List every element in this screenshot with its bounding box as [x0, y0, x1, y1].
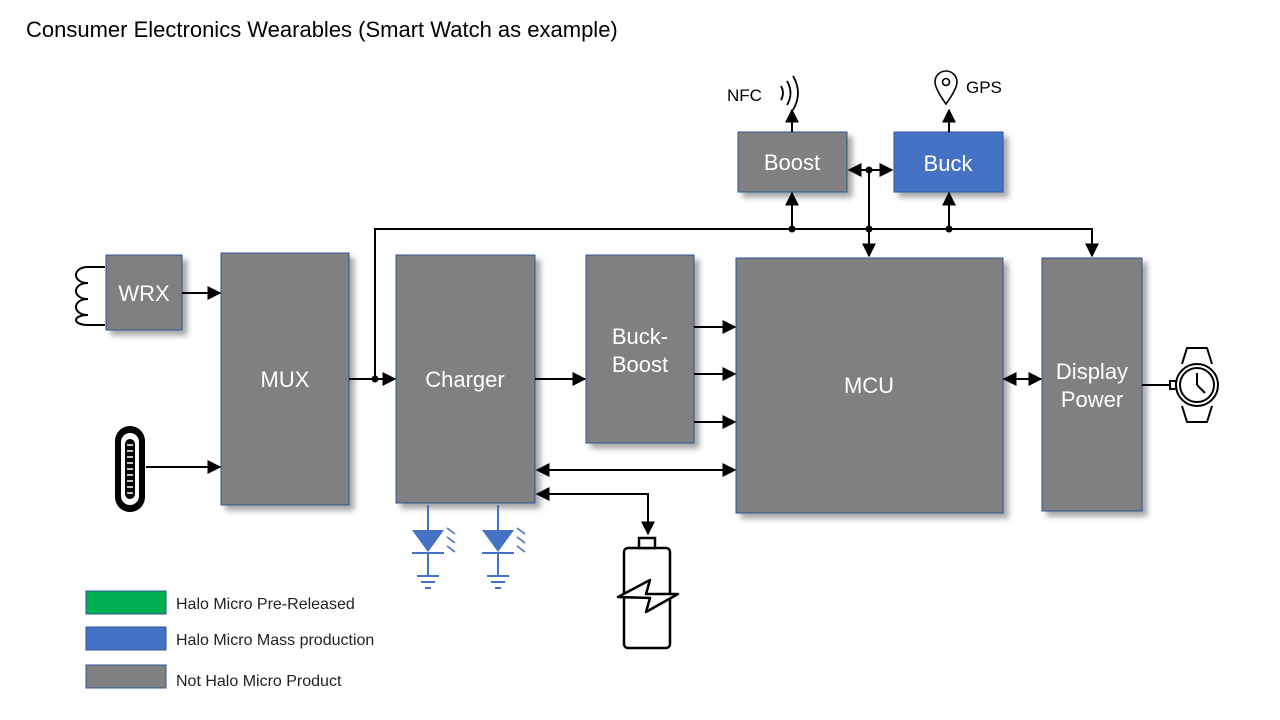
legend-item-mass-production: Halo Micro Mass production — [85, 626, 374, 651]
boost-block: Boost — [737, 131, 848, 193]
buck-boost-block: Buck- Boost — [585, 254, 695, 444]
legend-label-not-halo: Not Halo Micro Product — [176, 673, 342, 690]
charger-battery-link — [535, 487, 655, 536]
display-power-block: Display Power — [1041, 257, 1143, 512]
legend-swatch-green — [85, 590, 167, 615]
display-power-label-line2: Power — [1061, 387, 1123, 412]
buck-block: Buck — [893, 131, 1004, 193]
legend-swatch-gray — [85, 664, 167, 689]
charger-block: Charger — [395, 254, 536, 504]
legend-item-not-halo: Not Halo Micro Product — [85, 664, 342, 690]
legend: Halo Micro Pre-Released Halo Micro Mass … — [85, 590, 374, 690]
mux-block: MUX — [220, 252, 350, 506]
gps-label: GPS — [966, 78, 1002, 97]
gps-pin-icon — [934, 70, 958, 106]
buck-boost-label-line2: Boost — [612, 352, 668, 377]
page-title: Consumer Electronics Wearables (Smart Wa… — [26, 17, 618, 42]
nfc-waves-icon — [780, 75, 799, 111]
battery-icon — [616, 536, 680, 650]
boost-label: Boost — [764, 150, 820, 175]
charger-label: Charger — [425, 367, 504, 392]
wrx-label: WRX — [118, 281, 170, 306]
buck-label: Buck — [924, 151, 974, 176]
wrx-block: WRX — [105, 254, 183, 331]
mcu-block: MCU — [735, 257, 1004, 514]
mux-label: MUX — [261, 367, 310, 392]
mcu-label: MCU — [844, 373, 894, 398]
legend-label-pre-released: Halo Micro Pre-Released — [176, 596, 355, 613]
buck-boost-label-line1: Buck- — [612, 324, 668, 349]
led-icon — [482, 505, 526, 589]
watch-icon — [1169, 347, 1219, 423]
coil-icon — [75, 266, 105, 326]
legend-item-pre-released: Halo Micro Pre-Released — [85, 590, 355, 615]
legend-swatch-blue — [85, 626, 167, 651]
junction-dots — [371, 166, 953, 383]
nfc-label: NFC — [727, 86, 762, 105]
legend-label-mass-production: Halo Micro Mass production — [176, 632, 374, 649]
system-rail — [374, 228, 1099, 379]
display-power-label-line1: Display — [1056, 359, 1128, 384]
led-icon — [412, 505, 456, 589]
connections — [146, 108, 1170, 536]
usb-c-icon — [115, 426, 145, 512]
